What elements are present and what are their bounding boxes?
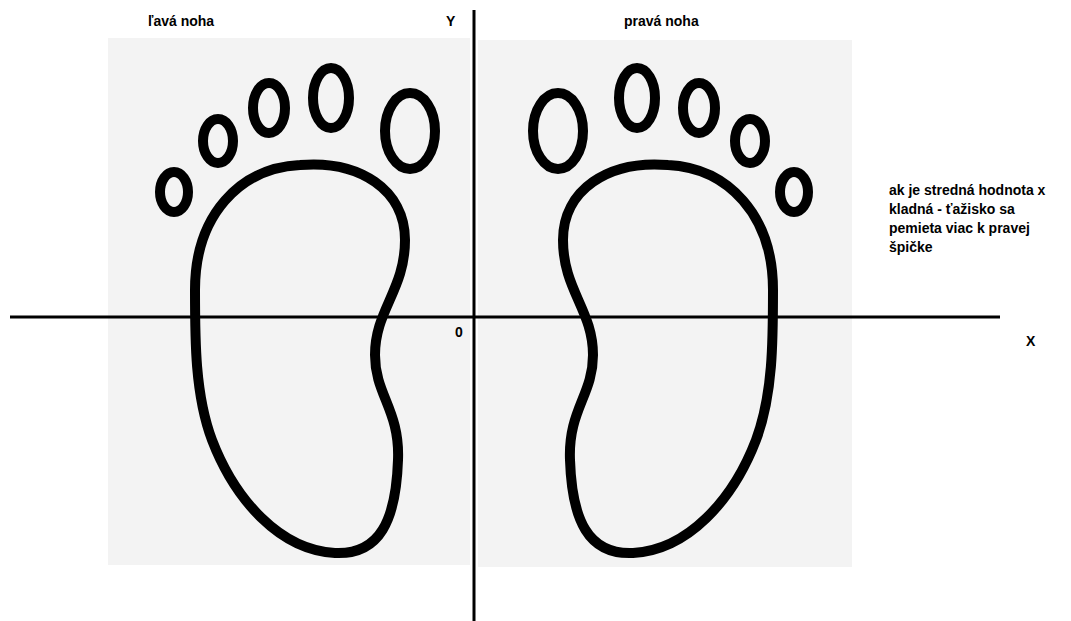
panel-title: ľavá noha bbox=[148, 12, 214, 31]
origin-label: 0 bbox=[455, 323, 463, 342]
y-axis bbox=[473, 10, 476, 621]
x-axis bbox=[10, 316, 1000, 319]
axis-label: Y bbox=[446, 12, 455, 31]
note-text: ak je stredná hodnota x kladná - ťažisko… bbox=[889, 181, 1067, 257]
panel-title: pravá noha bbox=[624, 12, 699, 31]
left-panel bbox=[108, 38, 470, 565]
right-panel bbox=[478, 40, 852, 567]
left-foot bbox=[160, 68, 435, 553]
right-foot bbox=[533, 68, 808, 553]
axis-label: X bbox=[1026, 332, 1035, 351]
